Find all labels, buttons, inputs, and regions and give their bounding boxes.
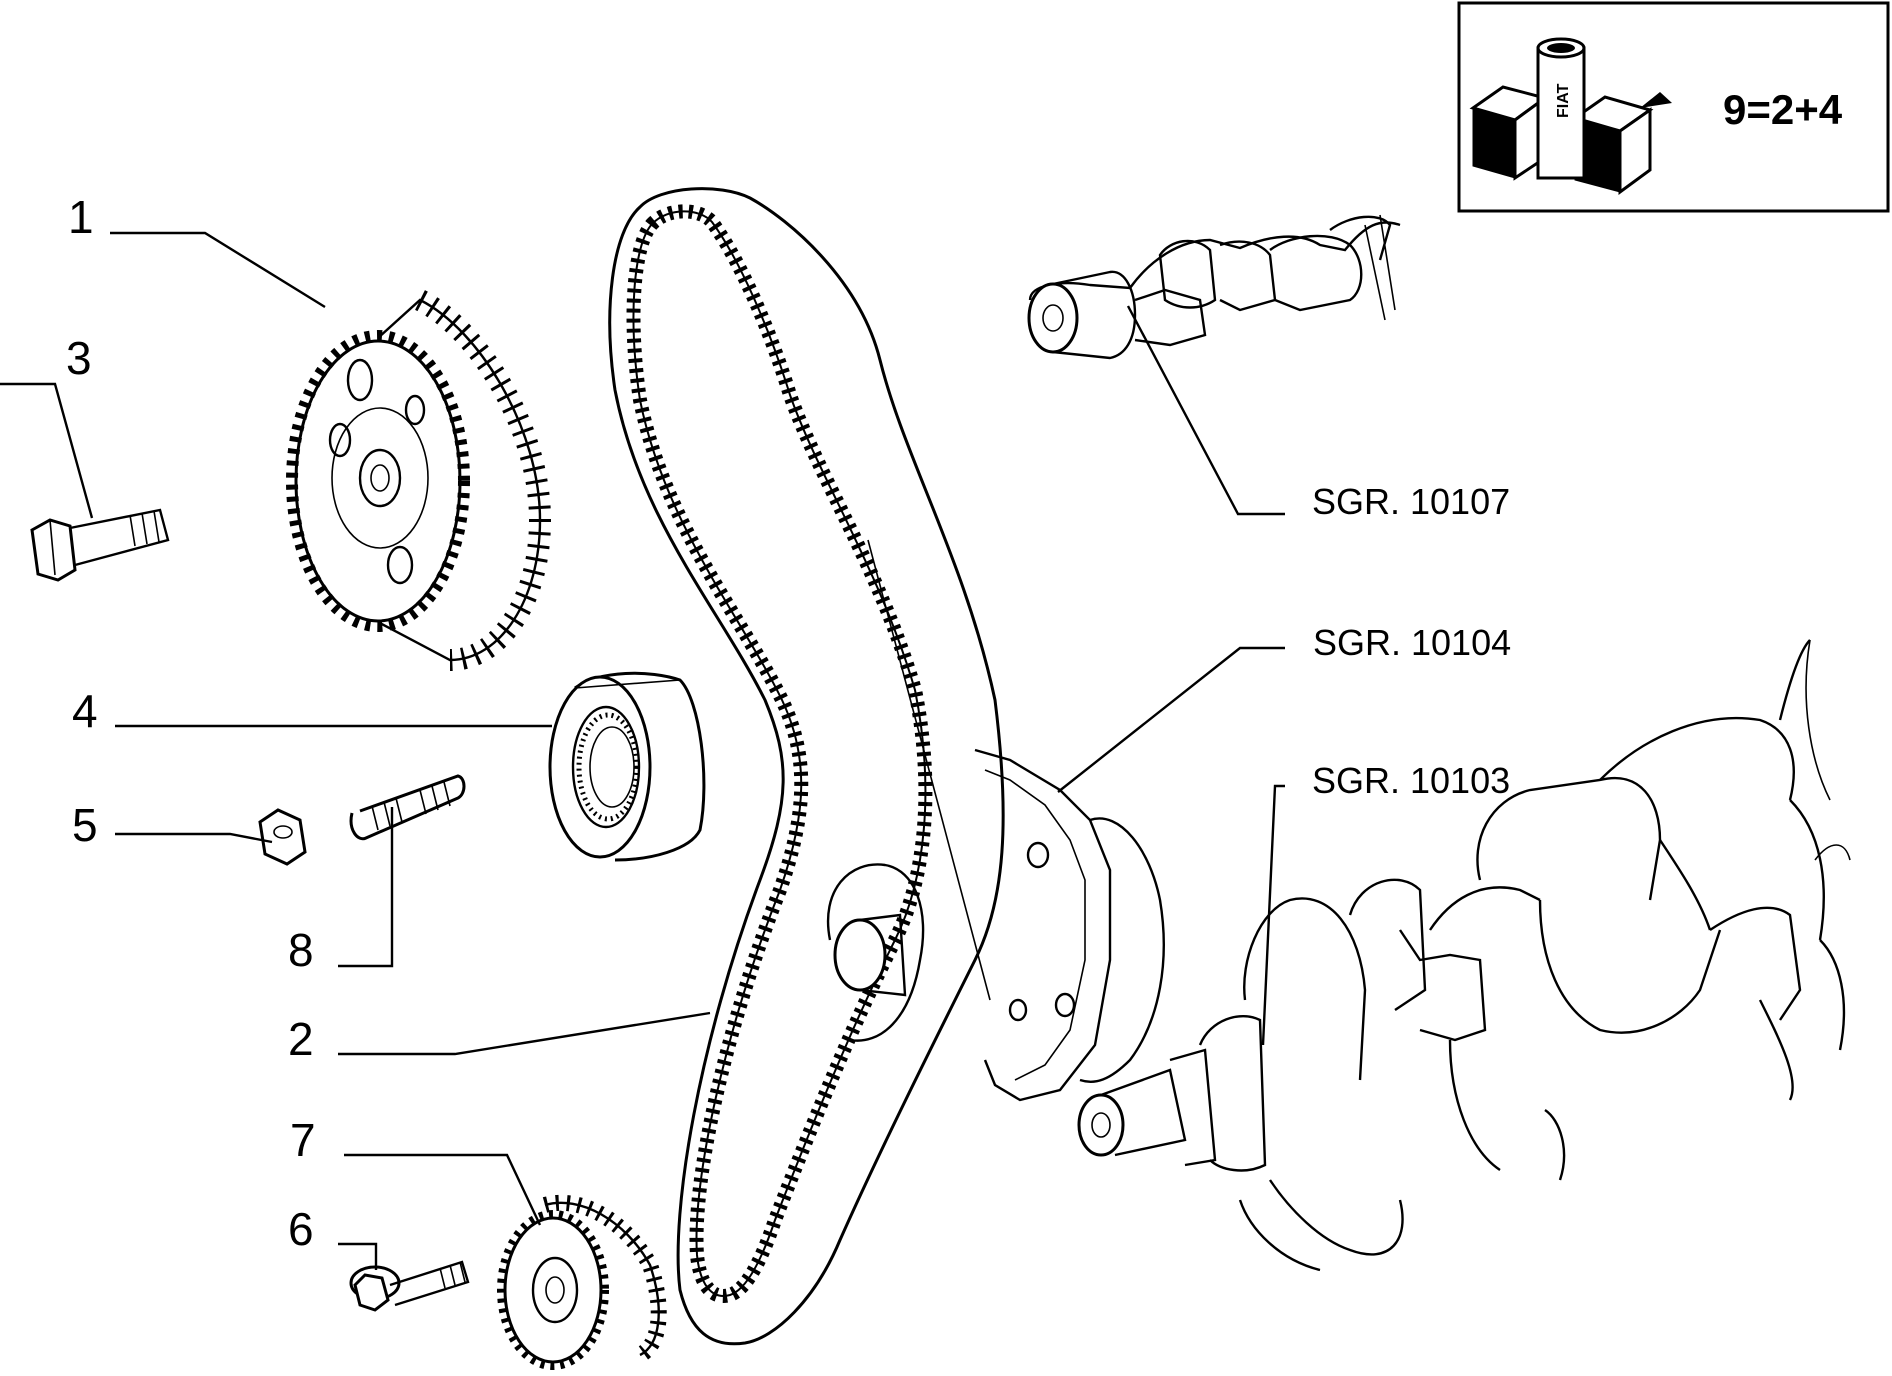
- stud-8: [349, 774, 466, 841]
- camshaft: [1027, 214, 1401, 360]
- callout-1: 1: [68, 191, 94, 243]
- callout-3: 3: [66, 332, 92, 384]
- callout-labels: 1 3 4 5 8 2 7 6: [66, 191, 316, 1255]
- camshaft-pulley: [286, 290, 552, 671]
- callout-7: 7: [290, 1114, 316, 1166]
- bolt-3: [30, 508, 170, 582]
- ref-sgr-10107[interactable]: SGR. 10107: [1312, 481, 1510, 522]
- timing-belt: [608, 187, 1005, 1346]
- kit-box: FIAT FIAT FIAT 9=2+4: [1457, 1, 1890, 213]
- ref-sgr-10103[interactable]: SGR. 10103: [1312, 760, 1510, 801]
- callout-4: 4: [72, 685, 98, 737]
- callout-2: 2: [288, 1013, 314, 1065]
- leader-lines: [0, 231, 1285, 1270]
- reference-labels: SGR. 10107 SGR. 10104 SGR. 10103: [1312, 481, 1511, 801]
- ref-sgr-10104[interactable]: SGR. 10104: [1313, 622, 1511, 663]
- crankshaft-gear: [497, 1194, 667, 1370]
- fiat-kit-icon: FIAT FIAT FIAT: [1469, 37, 1672, 195]
- kit-composition-label: 9=2+4: [1723, 86, 1843, 133]
- front-cover-oil-pump: [826, 748, 1165, 1102]
- bolt-6: [349, 1260, 470, 1312]
- crankshaft: [1077, 639, 1851, 1272]
- callout-5: 5: [72, 799, 98, 851]
- tensioner-pulley: [548, 671, 706, 862]
- callout-6: 6: [288, 1203, 314, 1255]
- callout-8: 8: [288, 924, 314, 976]
- fiat-logo-text: FIAT: [1555, 83, 1572, 118]
- nut-5: [258, 808, 307, 866]
